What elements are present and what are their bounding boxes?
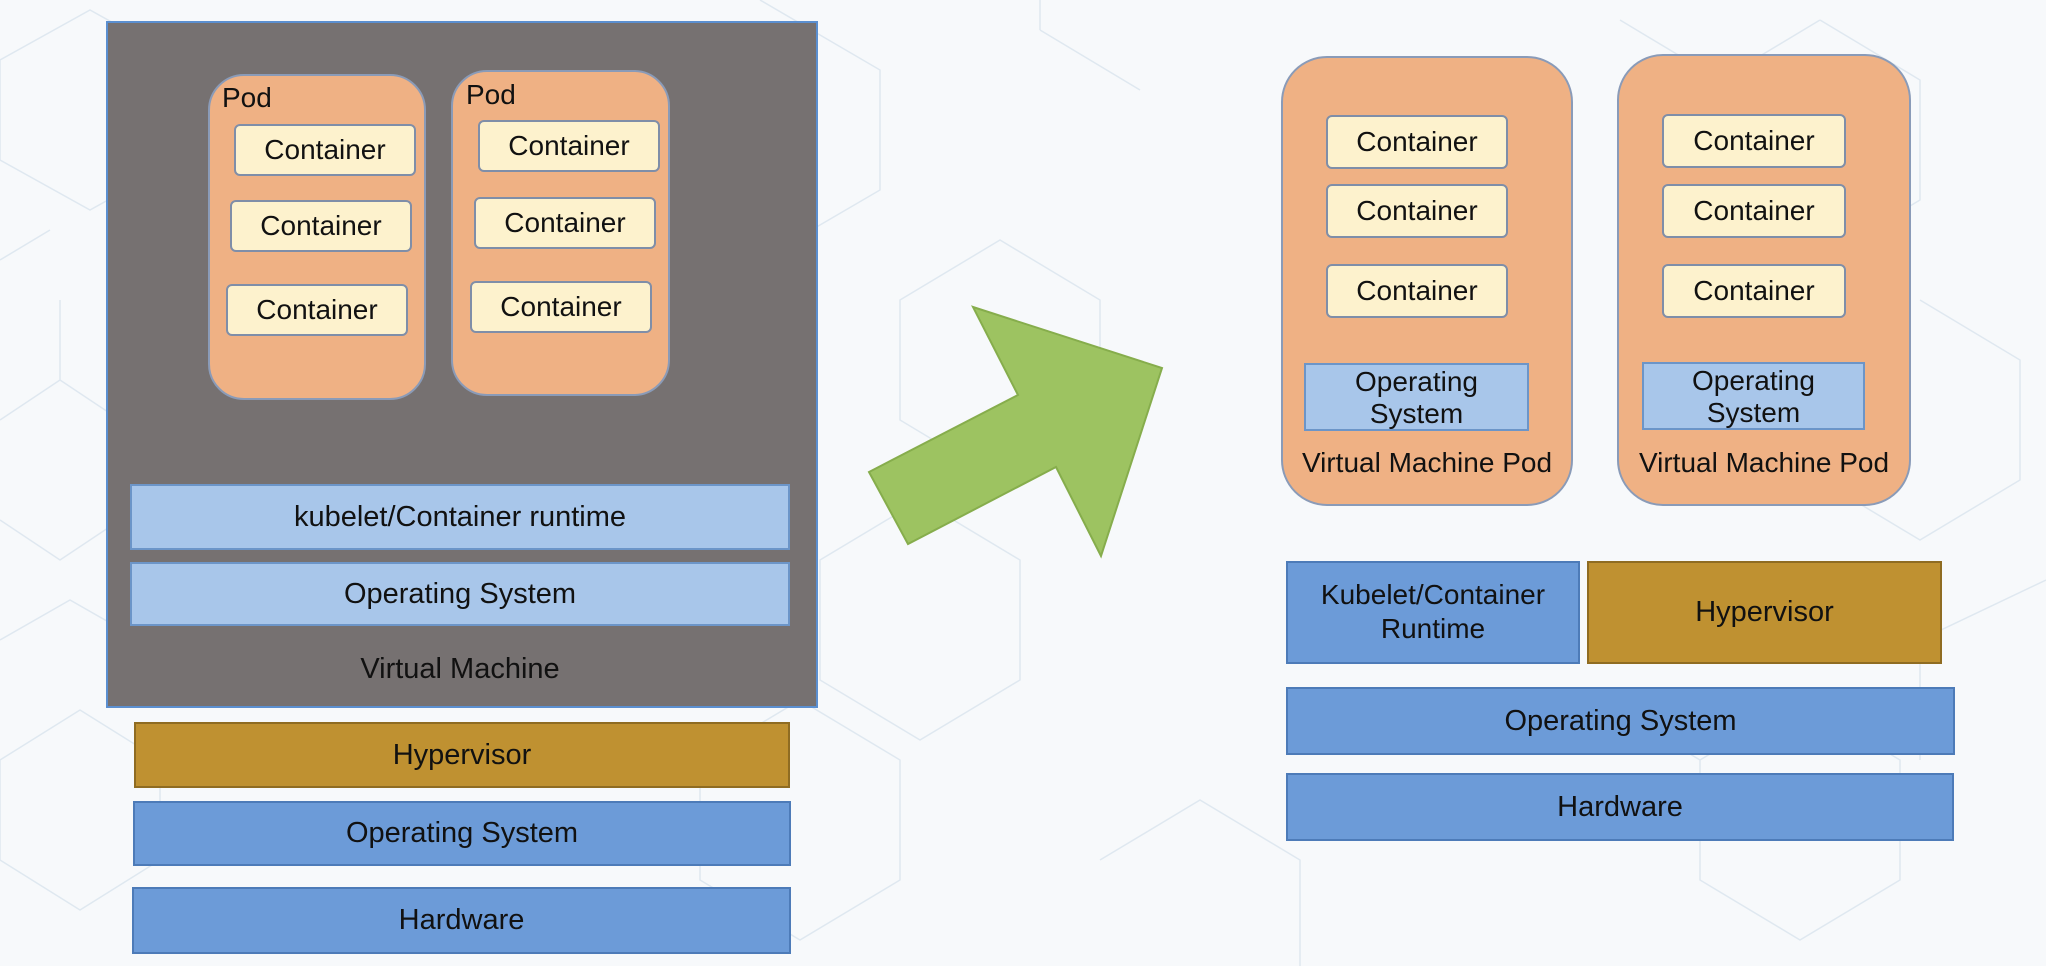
vm-pod-os-layer: Operating System [1304, 363, 1529, 431]
container-box: Container [1326, 115, 1508, 169]
container-box: Container [1326, 184, 1508, 238]
hardware-layer: Hardware [1286, 773, 1954, 841]
container-box: Container [478, 120, 660, 172]
container-box: Container [474, 197, 656, 249]
container-box: Container [1662, 114, 1846, 168]
kubelet-runtime-layer: kubelet/Container runtime [130, 484, 790, 550]
vm-pod-os-line2: System [1706, 397, 1801, 428]
host-os-layer: Operating System [1286, 687, 1955, 755]
vm-pod-os-line1: Operating [1355, 366, 1478, 397]
hardware-layer: Hardware [132, 887, 791, 954]
container-box: Container [234, 124, 416, 176]
hypervisor-layer: Hypervisor [134, 722, 790, 788]
pod-label: Pod [222, 82, 272, 113]
hypervisor-layer: Hypervisor [1587, 561, 1942, 664]
container-box: Container [226, 284, 408, 336]
container-box: Container [1662, 264, 1846, 318]
container-box: Container [1326, 264, 1508, 318]
vm-pod-os-line1: Operating [1692, 365, 1815, 396]
virtual-machine-label: Virtual Machine [360, 652, 560, 685]
container-box: Container [470, 281, 652, 333]
container-box: Container [230, 200, 412, 252]
container-box: Container [1662, 184, 1846, 238]
vm-pod-os-line2: System [1369, 398, 1464, 429]
host-os-layer: Operating System [133, 801, 791, 866]
kubelet-runtime-layer: Kubelet/Container Runtime [1286, 561, 1580, 664]
pod-label: Pod [466, 79, 516, 110]
kubelet-line2: Runtime [1380, 613, 1486, 644]
arrow-up-right-icon [867, 305, 1164, 559]
vm-pod-os-layer: Operating System [1642, 362, 1865, 430]
vm-pod-label: Virtual Machine Pod [1301, 447, 1553, 478]
guest-os-layer: Operating System [130, 562, 790, 626]
vm-pod-label: Virtual Machine Pod [1638, 447, 1890, 478]
kubelet-line1: Kubelet/Container [1320, 579, 1546, 610]
